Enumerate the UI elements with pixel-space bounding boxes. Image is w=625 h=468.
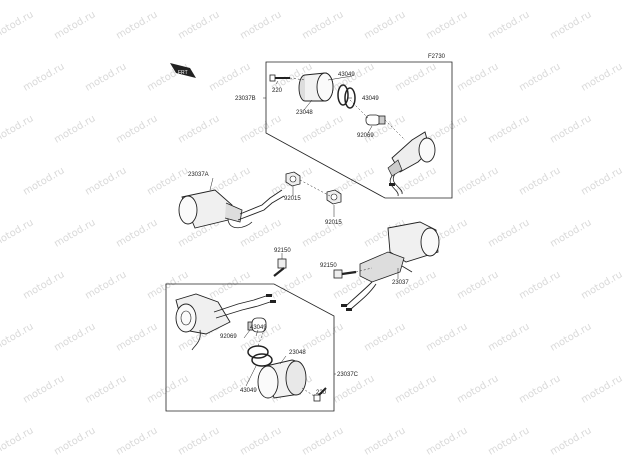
label-23037: 23037 [392,280,409,286]
turn-signal-23037A [178,189,285,229]
lens-cover-top [298,72,334,102]
grommet-92015-left [285,171,301,187]
label-43049-b: 43049 [362,96,379,102]
svg-text:FRT: FRT [178,70,188,76]
label-23037B: 23037B [235,96,256,102]
label-23048-bot: 23048 [289,350,306,356]
gasket-top-1 [337,84,349,106]
screw-220-bottom [313,387,327,402]
gasket-bottom-2 [251,353,273,367]
label-92015-mid: 92015 [325,220,342,226]
label-92150-left: 92150 [274,248,291,254]
front-direction-icon: FRT [170,63,196,78]
screw-220-top [269,74,290,82]
bulb-bottom [247,317,267,333]
label-220-top: 220 [272,88,283,94]
label-92069-top: 92069 [357,133,374,139]
label-92069-bot: 92069 [220,334,237,340]
gasket-bottom-1 [247,345,269,359]
label-220-bot: 220 [316,390,327,396]
bolt-92150-left [273,258,287,277]
turn-signal-body-bottom [175,293,276,351]
turn-signal-body-top [387,131,436,197]
bulb-top [365,114,386,126]
label-43049-a: 43049 [338,72,355,78]
label-23037A: 23037A [188,172,209,178]
label-43049-d: 43049 [240,388,257,394]
label-23048-top: 23048 [296,110,313,116]
leader-lines [209,75,399,396]
label-92150-right: 92150 [320,263,337,269]
label-23037C: 23037C [337,372,359,378]
label-43049-c: 43049 [250,325,267,331]
alignment-guides [257,77,406,397]
assembly-outline-top [265,61,453,199]
grommet-92015-mid [326,189,342,205]
label-92015-left: 92015 [284,196,301,202]
gasket-top-2 [344,87,356,109]
bolt-92150-right [333,269,357,279]
lens-cover-bottom [257,359,307,399]
figure-code: F2730 [428,54,446,60]
turn-signal-23037 [341,221,440,311]
assembly-outline-bottom [165,283,335,412]
